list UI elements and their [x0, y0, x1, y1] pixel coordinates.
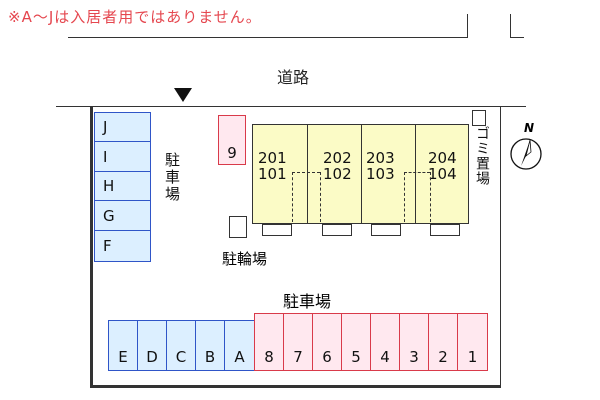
room-203: 203 — [366, 149, 395, 167]
parking-stall-7: 7 — [283, 313, 313, 371]
entrance-step — [262, 224, 292, 236]
parking-stall-A: A — [224, 320, 255, 371]
parking-stall-5: 5 — [341, 313, 371, 371]
parking-stall-H: H — [94, 171, 151, 201]
left-parking-label: 駐車場 — [163, 152, 181, 203]
parking-stall-F: F — [94, 230, 151, 262]
bicycle-parking-label: 駐輪場 — [222, 250, 268, 268]
room-104: 104 — [428, 165, 457, 183]
note-right-bracket — [467, 14, 468, 38]
unit-divider — [415, 125, 416, 223]
entrance-path — [292, 172, 293, 222]
room-201: 201 — [258, 149, 287, 167]
room-101: 101 — [258, 165, 287, 183]
parking-stall-I: I — [94, 141, 151, 172]
bicycle-shed — [229, 216, 247, 238]
entrance-path — [320, 172, 321, 222]
apartment-building — [252, 124, 469, 224]
entrance-path — [292, 172, 320, 173]
parking-stall-C: C — [166, 320, 196, 371]
entrance-step — [430, 224, 460, 236]
room-103: 103 — [366, 165, 395, 183]
parking-stall-6: 6 — [312, 313, 342, 371]
parking-stall-G: G — [94, 200, 151, 231]
parking-stall-2: 2 — [428, 313, 458, 371]
parking-stall-J: J — [94, 112, 151, 142]
parking-stall-D: D — [137, 320, 167, 371]
trash-area-label: ゴミ置場 — [474, 126, 490, 186]
parking-stall-4: 4 — [370, 313, 400, 371]
entrance-path — [404, 172, 430, 173]
entrance-step — [322, 224, 352, 236]
corner-mark-h — [510, 37, 524, 38]
unit-divider — [307, 125, 308, 223]
parking-stall-9: 9 — [218, 115, 246, 165]
room-204: 204 — [428, 149, 457, 167]
notice-text: ※A～Jは入居者用ではありません。 — [8, 8, 262, 26]
unit-divider — [361, 125, 362, 223]
north-compass-icon — [510, 138, 542, 170]
north-label: N — [524, 121, 535, 135]
road-label: 道路 — [277, 68, 310, 87]
entrance-arrow-icon — [174, 88, 192, 102]
room-202: 202 — [323, 149, 352, 167]
trash-area-box — [472, 110, 486, 126]
parking-stall-8: 8 — [254, 313, 284, 371]
entrance-path — [404, 172, 405, 222]
entrance-step — [371, 224, 401, 236]
parking-stall-E: E — [108, 320, 138, 371]
bottom-parking-label: 駐車場 — [283, 292, 332, 311]
parking-stall-B: B — [195, 320, 225, 371]
room-102: 102 — [323, 165, 352, 183]
entrance-path — [430, 172, 431, 222]
corner-mark-v — [510, 14, 511, 38]
parking-stall-3: 3 — [399, 313, 429, 371]
note-underline — [68, 37, 468, 38]
parking-stall-1: 1 — [457, 313, 488, 371]
